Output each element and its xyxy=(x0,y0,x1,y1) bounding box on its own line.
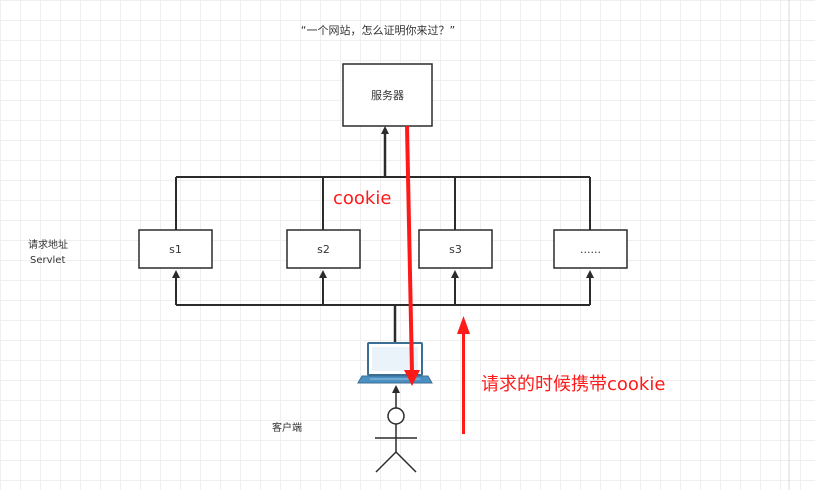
person-icon xyxy=(375,407,417,473)
red-up-arrow xyxy=(457,316,470,434)
servlet-label-s4: ...... xyxy=(580,243,601,256)
server-box: 服务器 xyxy=(342,63,433,127)
servlet-label-s1: s1 xyxy=(169,243,182,256)
servlet-box-s2: s2 xyxy=(286,229,361,269)
servlet-label-s3: s3 xyxy=(449,243,462,256)
servlet-label-s2: s2 xyxy=(317,243,330,256)
client-label: 客户端 xyxy=(272,421,302,434)
red-down-arrow xyxy=(404,126,420,386)
servlet-box-s1: s1 xyxy=(138,229,213,269)
diagram-title: “一个网站，怎么证明你来过？” xyxy=(301,23,455,37)
side-label-line2: Servlet xyxy=(30,255,65,266)
servlet-box-s4: ...... xyxy=(553,229,628,269)
laptop-icon xyxy=(357,342,433,384)
server-label: 服务器 xyxy=(371,89,404,102)
servlet-box-s3: s3 xyxy=(418,229,493,269)
side-label-line1: 请求地址 xyxy=(28,238,68,251)
request-label: 请求的时候携带cookie xyxy=(481,374,665,395)
cookie-label: cookie xyxy=(333,188,391,209)
